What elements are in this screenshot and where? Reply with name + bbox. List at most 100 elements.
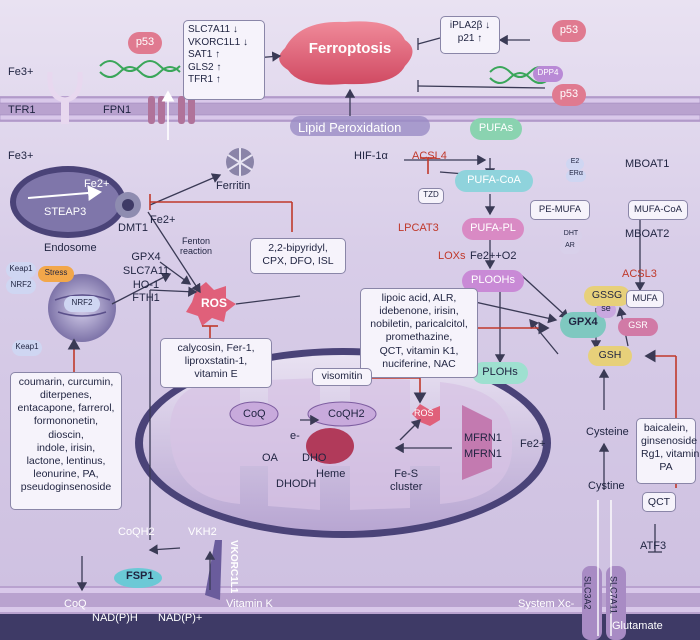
ferroptosis-label: Ferroptosis — [308, 40, 392, 57]
gene-sat1: SAT1 — [188, 49, 213, 60]
fe2-endosome-label: Fe2+ — [84, 178, 110, 190]
activator-line: pseudoginsenoside — [20, 481, 112, 493]
ros-label: ROS — [201, 296, 228, 310]
activator-line: baicalein, — [643, 422, 689, 434]
chelators-box: 2,2-bipyridyl,CPX, DFO, ISL — [250, 238, 346, 274]
nrf2-nucleus-pill: NRF2 — [64, 296, 100, 312]
vitamin-k-label: Vitamin K — [226, 598, 273, 610]
activator-line: nobiletin, paricalcitol, — [370, 318, 468, 331]
gene-p21: p21 — [457, 32, 475, 44]
activator-line: lipoic acid, ALR, — [381, 292, 457, 304]
tzd-box: TZD — [418, 188, 444, 204]
activator-line: diterpenes, — [40, 389, 92, 402]
ar-badge: AR — [560, 242, 580, 254]
vkh2-label: VKH2 — [188, 526, 217, 538]
lipid-peroxidation-label: Lipid Peroxidation — [298, 120, 402, 135]
mfrn1-transporter — [462, 405, 492, 480]
dpp4-badge: DPP4 — [533, 66, 563, 82]
pufa-pl-pill: PUFA-PL — [462, 218, 524, 240]
gssg-pill: GSSG — [584, 286, 630, 306]
nadp-label: NAD(P)+ — [158, 612, 203, 624]
ferritin-label: Ferritin — [216, 180, 251, 192]
nadph-label: NAD(P)H — [92, 612, 138, 624]
pe-mufa-box: PE-MUFA — [530, 200, 590, 220]
activator-line: Rg1, vitamin E, — [641, 448, 700, 461]
dhodh-label: DHODH — [276, 478, 317, 490]
steap3-label: STEAP3 — [44, 206, 87, 218]
arrow-down: ↓ — [485, 20, 491, 31]
heme-label: Heme — [316, 468, 346, 480]
system-xc-transporter — [582, 500, 626, 640]
fe3-top-label: Fe3+ — [8, 66, 34, 78]
nrf2-activators-box: coumarin, curcumin,diterpenes, entacapon… — [10, 372, 122, 510]
heme-cluster — [306, 428, 354, 464]
arrow-up: ↑ — [477, 32, 483, 44]
p53-right-genes-box: iPLA2β ↓ p21 ↑ — [440, 16, 500, 54]
target-fth1: FTH1 — [132, 292, 160, 305]
mufa-coa-box: MUFA-CoA — [628, 200, 688, 220]
target-slc7a11: SLC7A11 — [122, 264, 170, 277]
keap1-degraded-pill: Keap1 — [12, 340, 42, 356]
coq-mito-label: CoQ — [243, 408, 266, 420]
chelator-line: CPX, DFO, ISL — [262, 255, 334, 268]
reaction-word: reaction — [180, 246, 213, 257]
eralpha-badge: ERα — [566, 170, 586, 182]
system-xc-label: System Xc- — [518, 598, 575, 610]
se-badge: se — [596, 302, 616, 318]
cysteine-label: Cysteine — [586, 426, 629, 438]
activator-line: coumarin, curcumin, — [18, 376, 114, 388]
activator-line: promethazine, — [385, 331, 453, 344]
gene-slc7a11: SLC7A11 — [188, 24, 231, 35]
vkorc1l1-label: VKORC1L1 — [228, 540, 239, 594]
slc7a11-label: SLC7A11 — [608, 576, 619, 614]
activator-line: indole, irisin, — [36, 441, 96, 454]
ros-inhibitors-box: calycosin, Fer-1,liproxstatin-1,vitamin … — [160, 338, 272, 388]
arrow-down: ↓ — [243, 36, 249, 48]
cluster-word: cluster — [390, 480, 423, 493]
activator-line: ginsenoside — [641, 435, 698, 448]
mufa-box: MUFA — [626, 290, 664, 308]
mboat1-label: MBOAT1 — [625, 158, 670, 170]
inhibitor-line: vitamin E — [194, 368, 238, 381]
target-ho1: HO-1 — [132, 278, 160, 291]
chelator-line: 2,2-bipyridyl, — [268, 242, 328, 254]
plohs-pill: PLOHs — [472, 362, 528, 384]
activator-line: lactone, lentinus, — [26, 454, 106, 467]
slc3a2-label: SLC3A2 — [582, 576, 593, 610]
ferroptosis-burst — [279, 21, 413, 85]
coqh2-bottom-label: CoQH2 — [118, 526, 155, 538]
inhibitor-line: calycosin, Fer-1, — [177, 342, 255, 354]
ploohs-pill: PLOOHs — [462, 270, 524, 292]
p53-right-bottom: p53 — [552, 84, 586, 106]
lpcat3-label: LPCAT3 — [398, 222, 439, 234]
arrow-up: ↑ — [215, 49, 221, 60]
activator-line: nuciferine, NAC — [382, 357, 456, 370]
activator-line: idebenone, irisin, — [379, 305, 459, 318]
visomitin-box: visomitin — [312, 368, 372, 386]
activator-line: PA — [659, 461, 673, 474]
p53-left: p53 — [128, 32, 162, 54]
p53-target-genes-box: SLC7A11 ↓ VKORC1L1 ↓ SAT1 ↑ GLS2 ↑ TFR1 … — [183, 20, 265, 100]
arrow-up: ↑ — [216, 61, 222, 73]
arrow-down: ↓ — [232, 24, 238, 35]
fpn1-channel — [148, 90, 195, 140]
dmt1-label: DMT1 — [118, 222, 148, 234]
hif1a-label: HIF-1α — [354, 150, 388, 162]
activator-line: entacapone, farrerol, — [17, 402, 115, 415]
cystine-label: Cystine — [588, 480, 625, 492]
gene-tfr1: TFR1 — [188, 74, 213, 85]
gsh-pill: GSH — [588, 346, 632, 366]
coqh2-mito-label: CoQH2 — [328, 408, 365, 420]
qct-box: QCT — [642, 492, 676, 512]
acsl4-label: ACSL4 — [412, 150, 447, 162]
activator-line: dioscin, — [48, 428, 84, 441]
mfrn1-label-1: MFRN1 — [464, 432, 502, 444]
activator-line: QCT, vitamin K1, — [379, 344, 459, 357]
fe2-dmt-label: Fe2+ — [150, 214, 176, 226]
fsp1-enzyme — [114, 568, 162, 588]
gsh-activators-box: baicalein,ginsenoside Rg1, vitamin E,PA — [636, 418, 700, 484]
fpn1-label: FPN1 — [103, 104, 132, 116]
